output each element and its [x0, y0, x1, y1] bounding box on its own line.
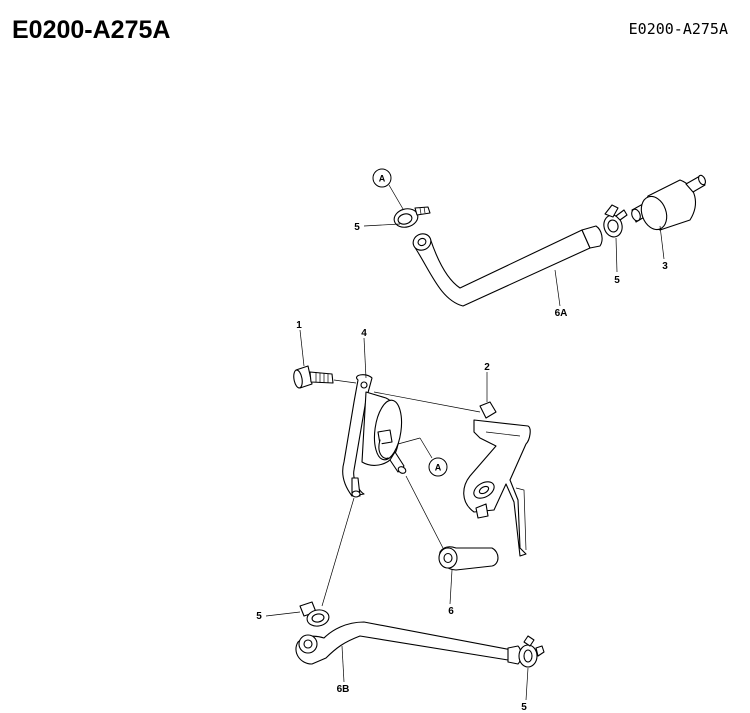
mounting-bracket [463, 401, 531, 557]
fuel-hose-6b [295, 621, 522, 665]
callout-3: 3 [662, 261, 668, 272]
leader-5-top-right [615, 237, 618, 273]
hose-clamp-top-right [603, 204, 628, 238]
hose-clamp-bottom-right [518, 635, 545, 668]
hose-clamp-top-left [393, 206, 431, 228]
callout-6b: 6B [337, 684, 350, 695]
leader-5-bottom-right [525, 667, 529, 701]
leader-5-bottom-left [265, 611, 301, 617]
callout-5-top-right: 5 [614, 275, 620, 286]
mounting-axis-line [373, 391, 481, 413]
callout-6: 6 [448, 606, 454, 617]
callout-2: 2 [484, 362, 490, 373]
leader-5-top-left [363, 223, 401, 227]
leader-3 [659, 225, 665, 260]
outlet-axis-line [405, 475, 445, 551]
leader-6a [554, 269, 561, 307]
reference-a-top: A [372, 168, 404, 210]
leader-6b [341, 645, 345, 683]
leader-1 [299, 329, 305, 367]
callout-5-bottom-left: 5 [256, 611, 262, 622]
reference-a-pump: A [397, 437, 448, 477]
diagram-code-corner: E0200-A275A [628, 20, 728, 38]
fuel-hose-6 [438, 546, 499, 571]
callout-4: 4 [361, 328, 367, 339]
inlet-axis-line [321, 497, 355, 607]
fuel-filter [631, 174, 706, 231]
callout-5-top-left: 5 [354, 222, 360, 233]
fuel-hose-6a [412, 225, 603, 307]
leader-6 [449, 569, 453, 605]
callout-6a: 6A [555, 308, 568, 319]
reference-a-pump-label: A [435, 463, 442, 473]
mounting-bolt [293, 365, 334, 389]
callout-1: 1 [296, 320, 302, 331]
callout-5-bottom-right: 5 [521, 702, 527, 713]
fuel-pump [342, 374, 407, 498]
diagram-code-title: E0200-A275A [12, 16, 171, 44]
reference-a-top-label: A [379, 174, 386, 184]
hose-clamp-bottom-left [299, 601, 330, 627]
bolt-axis-line [333, 379, 357, 384]
leader-4 [363, 337, 367, 379]
